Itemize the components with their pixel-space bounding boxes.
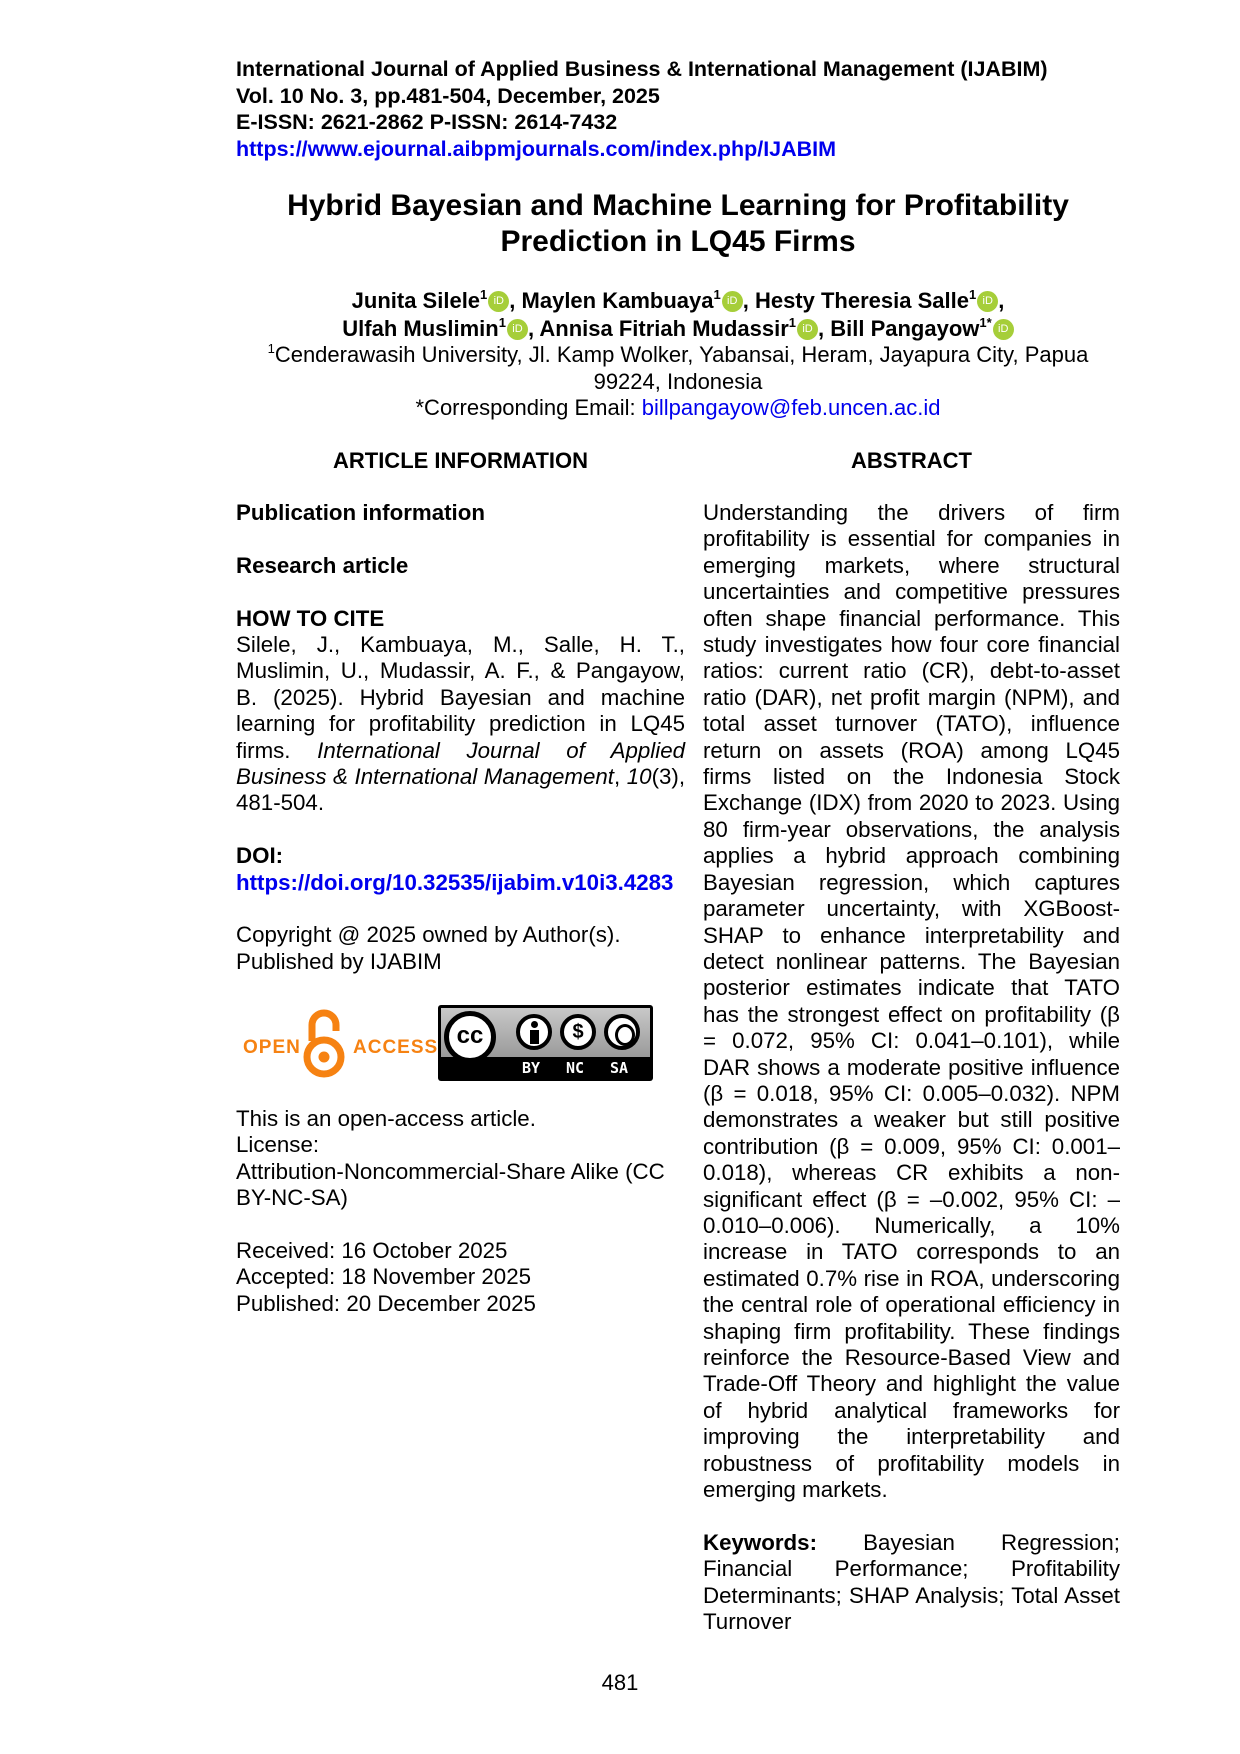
article-info-heading: ARTICLE INFORMATION [332,448,588,473]
email-label: *Corresponding Email: [415,395,642,420]
paper-title: Hybrid Bayesian and Machine Learning for… [236,188,1120,260]
doi-label: DOI: [236,843,284,869]
accepted-date: Accepted: 18 November 2025 [236,1264,531,1290]
cc-icon: cc [444,1011,496,1063]
title-line-1: Hybrid Bayesian and Machine Learning for… [287,189,1069,222]
title-line-2: Prediction in LQ45 Firms [500,225,856,258]
orcid-icon[interactable]: iD [797,319,819,340]
license-label: License: [236,1132,320,1158]
license-info: This is an open-access article. License:… [236,1106,685,1317]
affiliation: 1Cenderawasih University, Jl. Kamp Wolke… [236,342,1120,422]
article-type: Research article [236,552,409,578]
copyright: Copyright @ 2025 owned by Author(s). [236,922,621,948]
affil-sup: 1 [267,341,275,356]
citation-text: Silele, J., Kambuaya, M., Salle, H. T., … [236,632,685,763]
author-sup: 1* [979,315,992,330]
journal-issn: E-ISSN: 2621-2862 P-ISSN: 2614-7432 [236,110,618,134]
article-info: Publication information Research article… [236,500,685,975]
oa-access-text: ACCESS [353,1037,439,1058]
cc-nc-label: NC [566,1059,585,1077]
publisher: Published by IJABIM [236,948,442,974]
open-access-logo: OPEN ACCESS [241,1009,441,1079]
author-name: Bill Pangayow [830,316,980,341]
orcid-icon[interactable]: iD [506,319,528,340]
how-to-cite-heading: HOW TO CITE [236,605,385,631]
keywords: Keywords: Bayesian Regression; Financial… [703,1530,1120,1636]
journal-header: International Journal of Applied Busines… [236,56,1048,162]
page-number: 481 [601,1670,639,1695]
orcid-icon[interactable]: iD [721,291,743,312]
abstract-heading: ABSTRACT [851,448,972,473]
published-date: Published: 20 December 2025 [236,1290,536,1316]
author-name: Ulfah Muslimin [342,316,499,341]
citation-pages: (3), 481-504. [236,764,686,816]
keywords-list: Bayesian Regression; Financial Performan… [703,1529,1120,1635]
author-sup: 1 [713,287,721,302]
author-sup: 1 [498,315,506,330]
abstract: Understanding the drivers of firm profit… [703,500,1120,1635]
author-name: Junita Silele [351,288,481,313]
open-access-note: This is an open-access article. [236,1106,536,1131]
citation: Silele, J., Kambuaya, M., Salle, H. T., … [236,632,685,817]
sep: , [818,316,831,341]
author-sup: 1 [968,287,977,302]
license-text: Attribution-Noncommercial-Share Alike (C… [236,1158,665,1211]
oa-open-text: OPEN [243,1037,301,1058]
cc-sa-label: SA [610,1059,629,1077]
abstract-text: Understanding the drivers of firm profit… [703,500,1120,1503]
sep: , [509,288,522,313]
author-name: Hesty Theresia Salle [754,288,969,313]
share-alike-icon [604,1014,640,1050]
author-name: Annisa Fitriah Mudassir [539,316,789,341]
citation-journal: International Journal of Applied Busines… [236,737,685,790]
journal-url-link[interactable]: https://www.ejournal.aibpmjournals.com/i… [236,136,837,161]
citation-comma: , [613,764,627,790]
cc-by-label: BY [522,1059,541,1077]
journal-name: International Journal of Applied Busines… [236,57,1048,81]
author-name: Maylen Kambuaya [521,288,714,313]
orcid-icon[interactable]: iD [488,291,510,312]
noncommercial-icon: $ [560,1014,596,1050]
author-sup: 1 [788,315,797,330]
author-sup: 1 [480,287,488,302]
affil-line-2: 99224, Indonesia [593,368,763,394]
citation-volume: 10 [626,764,652,790]
received-date: Received: 16 October 2025 [236,1238,508,1264]
email-link[interactable]: billpangayow@feb.uncen.ac.id [641,395,941,420]
orcid-icon[interactable]: iD [977,291,999,312]
publication-info-label: Publication information [236,500,485,525]
journal-volume: Vol. 10 No. 3, pp.481-504, December, 202… [236,83,660,108]
keywords-label: Keywords: [703,1529,817,1555]
sep: , [742,288,755,313]
affil-line-1: Cenderawasih University, Jl. Kamp Wolker… [274,342,1089,367]
orcid-icon[interactable]: iD [992,319,1014,340]
sep: , [527,316,540,341]
license-logos: OPEN ACCESS cc $ BY NC SA [241,1005,653,1083]
cc-by-nc-sa-badge[interactable]: cc $ BY NC SA [438,1005,653,1081]
doi-link[interactable]: https://doi.org/10.32535/ijabim.v10i3.42… [236,869,674,895]
attribution-icon [516,1014,552,1050]
sep: , [998,288,1005,313]
open-lock-icon [303,1009,345,1078]
